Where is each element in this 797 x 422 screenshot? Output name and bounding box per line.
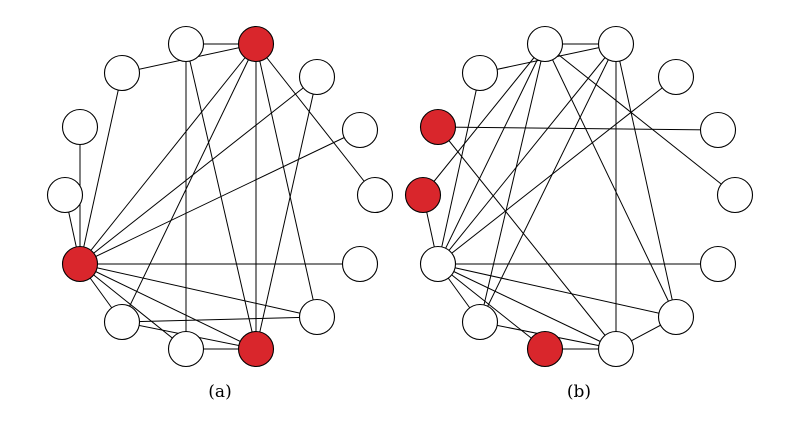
node-1 <box>597 25 635 63</box>
edge-3-8 <box>437 76 677 265</box>
edge-3-11 <box>255 76 318 350</box>
highlighted-node-1 <box>237 25 275 63</box>
edge-0-8 <box>437 43 546 265</box>
node-2 <box>103 54 141 92</box>
edge-1-7 <box>255 43 376 196</box>
edge-8-13 <box>437 263 677 318</box>
highlighted-node-11 <box>237 330 275 368</box>
highlighted-node-4 <box>419 108 457 146</box>
node-2 <box>461 54 499 92</box>
node-0 <box>167 25 205 63</box>
panel-label-a: (a) <box>208 382 231 402</box>
node-12 <box>167 330 205 368</box>
node-7 <box>716 176 754 214</box>
edge-layer-b <box>422 43 736 350</box>
edge-4-11 <box>437 126 617 350</box>
edge-1-13 <box>615 43 677 318</box>
node-11 <box>597 330 635 368</box>
edge-3-8 <box>79 76 318 265</box>
edge-5-8 <box>79 129 361 265</box>
edge-1-10 <box>121 43 257 323</box>
node-3 <box>298 58 336 96</box>
node-8 <box>419 245 457 283</box>
edge-8-11 <box>79 263 257 350</box>
edge-2-8 <box>437 72 481 265</box>
highlighted-node-6 <box>404 176 442 214</box>
edge-8-12 <box>437 263 546 350</box>
highlighted-node-12 <box>526 330 564 368</box>
edge-8-12 <box>79 263 187 350</box>
edge-8-11 <box>437 263 617 350</box>
edge-0-6 <box>422 43 546 196</box>
edge-1-8 <box>437 43 617 265</box>
edge-4-5 <box>437 126 719 131</box>
node-0 <box>526 25 564 63</box>
node-layer-a <box>46 25 394 368</box>
edge-1-13 <box>255 43 318 318</box>
node-5 <box>699 111 737 149</box>
node-5 <box>341 111 379 149</box>
edge-1-8 <box>79 43 257 265</box>
node-10 <box>103 303 141 341</box>
edge-0-13 <box>544 43 677 318</box>
edge-0-7 <box>544 43 736 196</box>
node-13 <box>298 298 336 336</box>
node-13 <box>657 298 695 336</box>
graph-panel-a: (a) <box>46 25 394 402</box>
node-7 <box>356 176 394 214</box>
panel-label-b: (b) <box>567 382 591 402</box>
graph-panel-b: (b) <box>404 25 754 402</box>
node-9 <box>341 245 379 283</box>
edge-2-8 <box>79 72 123 265</box>
edge-10-13 <box>121 316 318 323</box>
edge-1-10 <box>479 43 617 323</box>
node-10 <box>461 303 499 341</box>
node-6 <box>46 176 84 214</box>
highlighted-node-8 <box>61 245 99 283</box>
node-3 <box>657 58 695 96</box>
edge-8-13 <box>79 263 318 318</box>
node-layer-b <box>404 25 754 368</box>
node-9 <box>699 245 737 283</box>
node-4 <box>61 108 99 146</box>
